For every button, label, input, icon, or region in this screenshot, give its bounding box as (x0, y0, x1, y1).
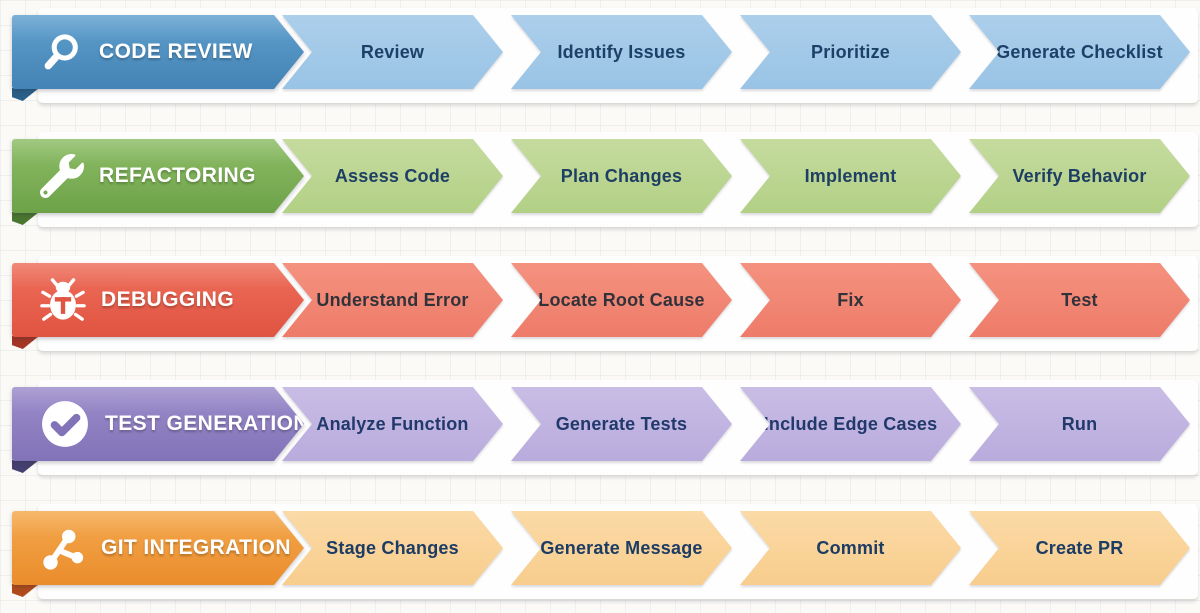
ribbon-header: REFACTORING (12, 139, 304, 213)
workflow-steps: Analyze Function Generate Tests Include … (282, 387, 1190, 461)
workflow-step: Locate Root Cause (511, 263, 732, 337)
workflow-step: Generate Message (511, 511, 732, 585)
workflow-steps: Understand Error Locate Root Cause Fix T… (282, 263, 1190, 337)
ribbon-header: GIT INTEGRATION (12, 511, 304, 585)
workflow-row-code-review: CODE REVIEW Review Identify Issues Prior… (0, 8, 1200, 104)
workflow-title: GIT INTEGRATION (101, 536, 291, 559)
step-label: Analyze Function (316, 413, 469, 434)
step-label: Understand Error (316, 289, 469, 310)
workflow-title: CODE REVIEW (99, 40, 253, 63)
ribbon-fold (12, 88, 39, 101)
step-label: Generate Checklist (996, 41, 1163, 62)
workflow-row-refactoring: REFACTORING Assess Code Plan Changes Imp… (0, 132, 1200, 228)
workflow-row-test-generation: TEST GENERATION Analyze Function Generat… (0, 380, 1200, 476)
workflow-step: Plan Changes (511, 139, 732, 213)
workflow-steps: Stage Changes Generate Message Commit Cr… (282, 511, 1190, 585)
workflow-steps: Review Identify Issues Prioritize Genera… (282, 15, 1190, 89)
step-label: Run (1061, 413, 1098, 434)
workflow-step: Test (969, 263, 1190, 337)
step-label: Commit (816, 537, 885, 558)
step-label: Plan Changes (560, 165, 683, 186)
search-icon (40, 30, 84, 74)
workflow-row-git-integration: GIT INTEGRATION Stage Changes Generate M… (0, 504, 1200, 600)
ribbon-fold (12, 584, 39, 597)
ribbon-fold (12, 460, 39, 473)
workflow-step: Review (282, 15, 503, 89)
workflow-step: Analyze Function (282, 387, 503, 461)
step-label: Prioritize (810, 41, 891, 62)
step-label: Verify Behavior (1012, 165, 1147, 186)
workflow-step: Generate Checklist (969, 15, 1190, 89)
step-label: Create PR (1035, 537, 1124, 558)
workflow-step: Identify Issues (511, 15, 732, 89)
step-label: Locate Root Cause (538, 289, 705, 310)
git-branch-icon (40, 525, 86, 571)
ribbon-header: CODE REVIEW (12, 15, 304, 89)
workflow-step: Generate Tests (511, 387, 732, 461)
workflow-step: Understand Error (282, 263, 503, 337)
step-label: Test (1061, 289, 1098, 310)
ribbon-fold (12, 336, 39, 349)
workflow-step: Run (969, 387, 1190, 461)
step-label: Identify Issues (557, 41, 686, 62)
workflow-step: Create PR (969, 511, 1190, 585)
workflow-step: Fix (740, 263, 961, 337)
workflow-title: REFACTORING (99, 164, 256, 187)
step-label: Generate Message (540, 537, 703, 558)
workflow-step: Assess Code (282, 139, 503, 213)
workflow-step: Prioritize (740, 15, 961, 89)
step-label: Include Edge Cases (763, 413, 938, 434)
workflow-step: Stage Changes (282, 511, 503, 585)
ribbon-header: DEBUGGING (12, 263, 304, 337)
workflow-title: TEST GENERATION (105, 412, 309, 435)
workflow-step: Include Edge Cases (740, 387, 961, 461)
workflow-steps: Assess Code Plan Changes Implement Verif… (282, 139, 1190, 213)
ribbon-fold (12, 212, 39, 225)
step-label: Review (360, 41, 425, 62)
wrench-icon (40, 154, 84, 198)
check-circle-icon (40, 399, 90, 449)
step-label: Implement (804, 165, 897, 186)
step-label: Fix (837, 289, 864, 310)
ribbon-header: TEST GENERATION (12, 387, 304, 461)
workflow-row-debugging: DEBUGGING Understand Error Locate Root C… (0, 256, 1200, 352)
step-label: Generate Tests (555, 413, 688, 434)
workflow-step: Commit (740, 511, 961, 585)
step-label: Stage Changes (326, 537, 459, 558)
bug-icon (40, 277, 86, 323)
step-label: Assess Code (334, 165, 451, 186)
workflow-title: DEBUGGING (101, 288, 235, 311)
workflow-step: Implement (740, 139, 961, 213)
workflow-step: Verify Behavior (969, 139, 1190, 213)
